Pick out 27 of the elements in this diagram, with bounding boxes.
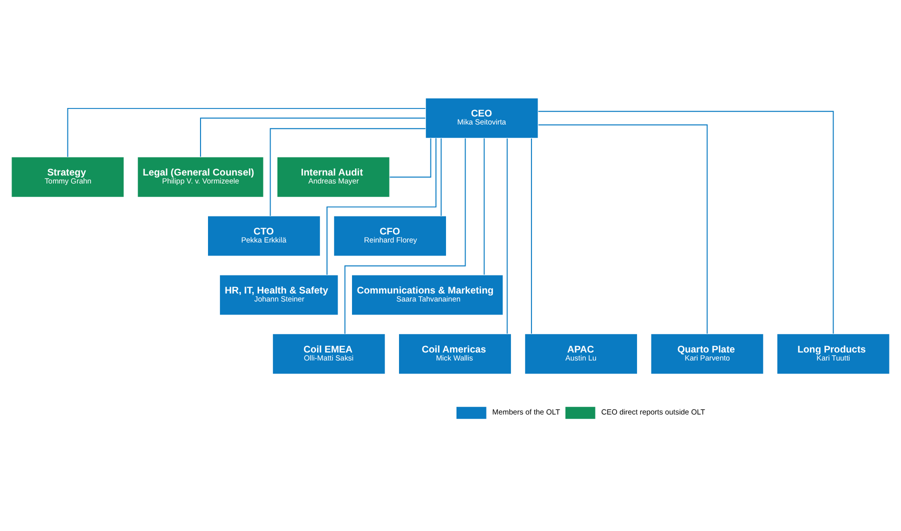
node-box: CFO Reinhard Florey bbox=[333, 216, 447, 257]
connector bbox=[538, 124, 708, 334]
connector bbox=[440, 138, 442, 216]
connector bbox=[200, 118, 426, 158]
legend-label: CEO direct reports outside OLT bbox=[601, 408, 706, 417]
node-box: Quarto Plate Kari Parvento bbox=[650, 333, 764, 374]
connector bbox=[389, 138, 432, 178]
connector bbox=[484, 138, 485, 276]
connector bbox=[67, 108, 426, 158]
connector bbox=[344, 138, 466, 334]
node-box: Coil Americas Mick Wallis bbox=[398, 333, 512, 374]
node-box: CEO Mika Seitovirta bbox=[425, 98, 539, 139]
node-box: CTO Pekka Erkkilä bbox=[207, 216, 321, 257]
node-box: Communications & Marketing Saara Tahvanainen bbox=[351, 274, 504, 316]
node-box: APAC Austin Lu bbox=[524, 333, 638, 374]
node-box: HR, IT, Health & Safety Johann Steiner bbox=[219, 274, 339, 316]
connector bbox=[506, 138, 508, 334]
connector bbox=[326, 138, 436, 276]
connector bbox=[538, 110, 834, 334]
node-box: Long Products Kari Tuutti bbox=[776, 333, 890, 374]
legend-label: Members of the OLT bbox=[492, 408, 560, 417]
connector bbox=[530, 138, 532, 334]
node-box: Internal Audit Andreas Mayer bbox=[276, 156, 390, 198]
node-box: Strategy Tommy Grahn bbox=[11, 156, 124, 198]
node-box: Legal (General Counsel) Philipp V. v. Vormizeele bbox=[137, 156, 264, 198]
node-box: Coil EMEA Olli-Matti Saksi bbox=[272, 333, 386, 374]
connector bbox=[270, 128, 426, 216]
